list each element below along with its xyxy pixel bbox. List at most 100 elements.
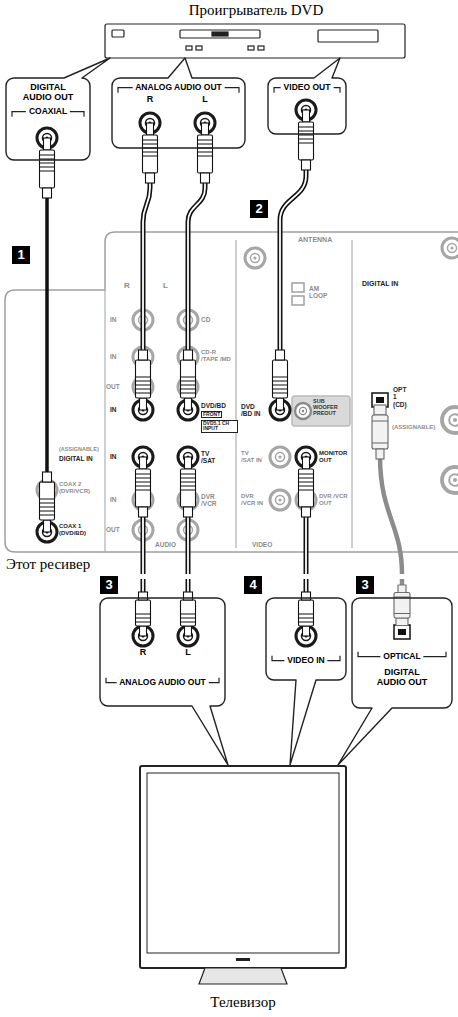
jack-label: ANTENNA bbox=[298, 236, 332, 244]
dvd-player bbox=[248, 46, 254, 50]
bubble-frame bbox=[266, 598, 346, 680]
panel-jack bbox=[295, 403, 311, 419]
dvd-player bbox=[186, 46, 192, 50]
cable-plug bbox=[143, 123, 158, 183]
jack-label: DIGITAL IN bbox=[362, 280, 398, 288]
panel-jack bbox=[270, 447, 290, 467]
device-box: Проигрыватель DVD bbox=[100, 0, 412, 62]
jack-caption: OPTICAL bbox=[380, 652, 423, 661]
cable-plug bbox=[273, 350, 288, 410]
jack-label: IN bbox=[110, 406, 117, 413]
cable-plug bbox=[40, 110, 411, 636]
device-box: Телевизор bbox=[130, 762, 356, 1014]
optical-port bbox=[376, 397, 384, 403]
jack-label: IN bbox=[110, 353, 117, 360]
dvd-player bbox=[318, 30, 378, 42]
callout-bubble: VIDEO IN bbox=[266, 598, 346, 680]
jack-label: IN bbox=[110, 316, 117, 323]
jack-label: OUT bbox=[106, 383, 120, 390]
callout-bubble-outline bbox=[268, 58, 346, 134]
cable bbox=[143, 579, 188, 598]
dvd-player bbox=[180, 30, 260, 38]
jack-caption: ANALOG AUDIO OUT bbox=[116, 678, 209, 687]
cable-plug bbox=[181, 350, 196, 410]
callout-bubble: OPTICALDIGITAL AUDIO OUT bbox=[352, 598, 452, 708]
jack-label: MONITOR OUT bbox=[319, 450, 351, 463]
panel-jack bbox=[442, 238, 458, 258]
dvd-player bbox=[258, 46, 264, 50]
dvd-player bbox=[105, 24, 405, 58]
dvd-player bbox=[212, 32, 228, 36]
receiver-panel bbox=[5, 232, 458, 552]
cable-wire bbox=[143, 228, 306, 574]
device-name: Этот ресивер bbox=[6, 556, 90, 573]
jack-label: OPT 1 (CD) bbox=[393, 386, 409, 408]
callout-bubble-outline bbox=[338, 598, 452, 765]
cable-plug bbox=[394, 585, 410, 626]
cable-wire bbox=[47, 228, 402, 574]
television bbox=[236, 958, 250, 961]
callout-bubble: ANALOG AUDIO OUT R L bbox=[112, 78, 245, 148]
jack-label: VIDEO bbox=[252, 541, 272, 548]
receiver-panel bbox=[292, 396, 350, 426]
jack-caption: L bbox=[185, 648, 191, 658]
optical-port bbox=[394, 625, 410, 639]
callout-number: 1 bbox=[12, 246, 30, 264]
device-name: Проигрыватель DVD bbox=[189, 2, 324, 19]
callout-number: 2 bbox=[250, 200, 268, 218]
jack-caption: L bbox=[202, 95, 208, 105]
callout-number: 4 bbox=[244, 576, 262, 594]
dvd-player bbox=[105, 24, 405, 58]
jack-label: IN bbox=[110, 453, 117, 460]
television bbox=[140, 766, 346, 984]
panel-jack bbox=[270, 490, 290, 510]
panel-jack bbox=[37, 238, 458, 542]
jack-label: DVR /VCR bbox=[201, 493, 229, 508]
jack-label: CD bbox=[201, 316, 210, 323]
jack-label: AM LOOP bbox=[309, 285, 335, 300]
jack-label: IN bbox=[110, 496, 117, 503]
jack-label: AUDIO bbox=[155, 541, 176, 548]
jack-label: TV /SAT bbox=[201, 450, 221, 465]
jack-caption: ANALOG AUDIO OUT bbox=[132, 83, 225, 92]
dvd-player bbox=[196, 46, 202, 50]
callout-bubble-outline bbox=[6, 58, 110, 160]
cable-plug bbox=[198, 123, 213, 183]
jack-caption: DIGITAL AUDIO OUT bbox=[19, 83, 77, 103]
optical-port bbox=[394, 625, 410, 639]
panel-jack bbox=[442, 467, 458, 493]
bubble-frame bbox=[100, 598, 225, 706]
jack-label: OUT bbox=[106, 526, 120, 533]
jack-label: COAX 1 (DVD/BD) bbox=[59, 523, 103, 536]
jack-label: CD-R /TAPE /MD bbox=[201, 349, 231, 362]
dvd-player bbox=[112, 30, 124, 37]
cable-plug bbox=[136, 350, 151, 410]
jack-label: R bbox=[124, 282, 130, 291]
jack-label: COAX 2 (DVR/VCR) bbox=[59, 481, 103, 494]
jack-label: SUB WOOFER PREOUT bbox=[313, 398, 349, 416]
cable-plug bbox=[372, 405, 388, 459]
jack-label: FRONT bbox=[201, 411, 222, 418]
jack-label: (ASSIGNABLE) bbox=[59, 446, 99, 452]
optical-port bbox=[398, 629, 406, 635]
callout-bubble: DIGITAL AUDIO OUT COAXIAL bbox=[6, 78, 90, 160]
panel-jack bbox=[245, 248, 265, 268]
jack-label: (ASSIGNABLE) bbox=[392, 424, 435, 431]
receiver-panel bbox=[5, 232, 458, 552]
jack-label: TV /SAT IN bbox=[241, 450, 263, 463]
cable-wire bbox=[143, 228, 306, 574]
cable-wire bbox=[45, 228, 49, 472]
cable-plug bbox=[299, 110, 314, 170]
jack-label: DIGITAL IN bbox=[59, 455, 93, 462]
callout-bubble-outline bbox=[266, 598, 346, 765]
device-name: Телевизор bbox=[210, 994, 275, 1011]
television bbox=[147, 773, 339, 953]
television bbox=[199, 968, 287, 984]
cable-plug bbox=[40, 138, 55, 198]
jack-label: DVR /VCR IN bbox=[241, 493, 265, 506]
jack-caption: COAXIAL bbox=[26, 107, 70, 116]
jack-caption: R bbox=[140, 648, 147, 658]
jack-caption: R bbox=[147, 95, 154, 105]
